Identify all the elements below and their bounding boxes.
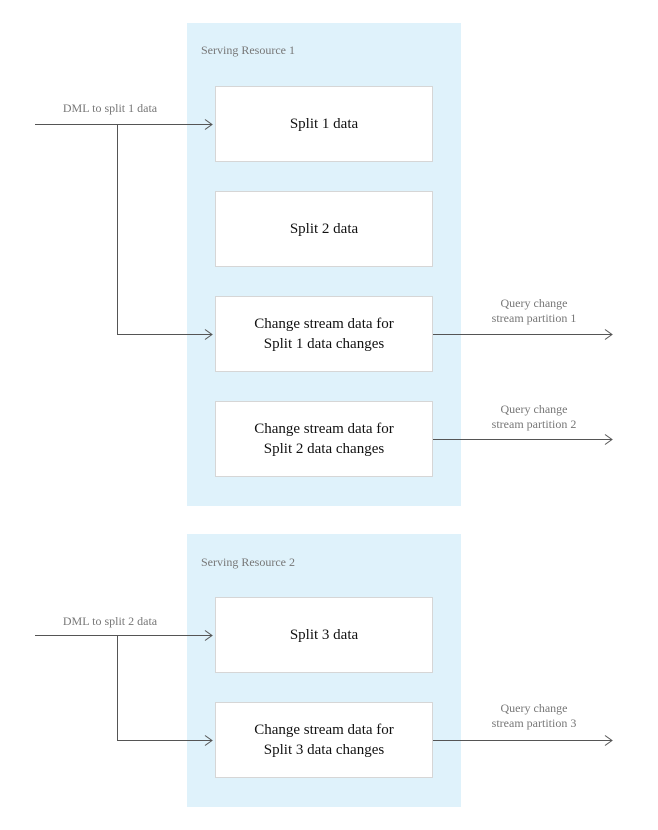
change-stream-split-1-box: Change stream data for Split 1 data chan… xyxy=(215,296,433,372)
split-1-data-box: Split 1 data xyxy=(215,86,433,162)
query-partition-3-label: Query change stream partition 3 xyxy=(491,701,577,730)
split-2-data-box: Split 2 data xyxy=(215,191,433,267)
change-stream-split-3-label: Change stream data for Split 3 data chan… xyxy=(254,722,394,758)
change-stream-split-3-box: Change stream data for Split 3 data chan… xyxy=(215,702,433,778)
change-stream-split-2-box: Change stream data for Split 2 data chan… xyxy=(215,401,433,477)
change-stream-split-2-label: Change stream data for Split 2 data chan… xyxy=(254,421,394,457)
partition-1-arrowhead xyxy=(604,329,613,340)
split-2-data-label: Split 2 data xyxy=(289,221,359,237)
split-1-data-label: Split 1 data xyxy=(289,116,359,132)
query-partition-2-label: Query change stream partition 2 xyxy=(491,402,577,431)
dml-split-2-label: DML to split 2 data xyxy=(62,614,158,628)
split-3-data-label: Split 3 data xyxy=(289,627,359,643)
dml-split-1-branch-arrowhead xyxy=(204,329,213,340)
query-partition-1-label: Query change stream partition 1 xyxy=(491,296,577,325)
split-3-data-box: Split 3 data xyxy=(215,597,433,673)
dml-split-1-branch xyxy=(117,124,212,335)
dml-split-2-branch xyxy=(117,635,212,741)
dml-split-1-label: DML to split 1 data xyxy=(62,101,158,115)
partition-2-arrowhead xyxy=(604,434,613,445)
dml-split-2-arrowhead xyxy=(204,630,213,641)
dml-split-1-arrowhead xyxy=(204,119,213,130)
partition-3-arrowhead xyxy=(604,735,613,746)
serving-resource-2-title: Serving Resource 2 xyxy=(201,555,295,569)
dml-split-2-branch-arrowhead xyxy=(204,735,213,746)
change-stream-split-1-label: Change stream data for Split 1 data chan… xyxy=(254,316,394,352)
serving-resource-1-title: Serving Resource 1 xyxy=(201,43,295,57)
